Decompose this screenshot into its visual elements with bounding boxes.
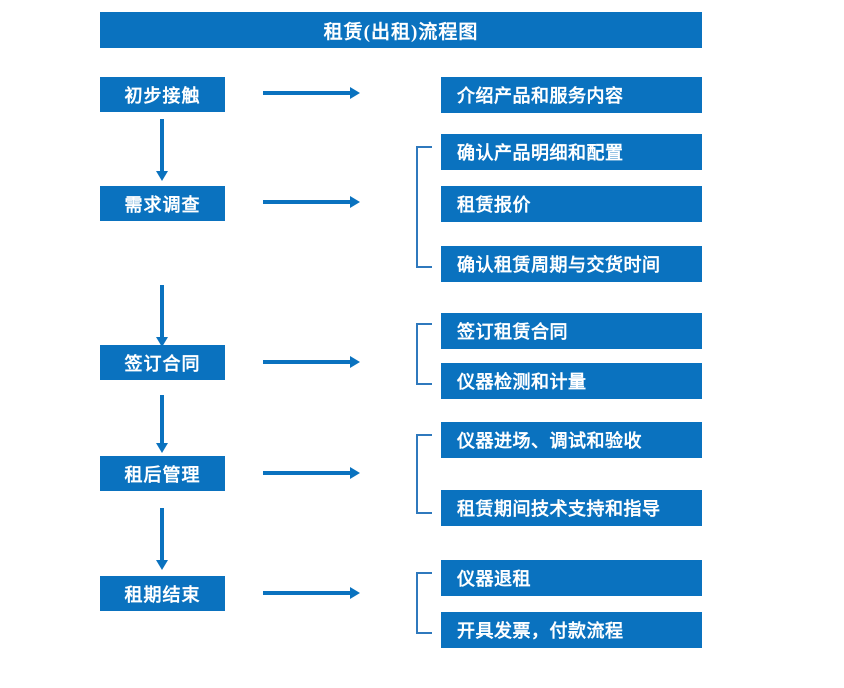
detail-box-introduce-products[interactable]: 介绍产品和服务内容 bbox=[441, 77, 702, 113]
flowchart-title: 租赁(出租)流程图 bbox=[100, 12, 702, 48]
arrow-head bbox=[156, 560, 168, 570]
arrow-shaft bbox=[160, 119, 164, 171]
arrow-right-stage-3 bbox=[263, 354, 360, 370]
arrow-shaft bbox=[263, 200, 351, 204]
arrow-head bbox=[350, 467, 360, 479]
detail-box-technical-support[interactable]: 租赁期间技术支持和指导 bbox=[441, 490, 702, 526]
detail-box-instrument-return[interactable]: 仪器退租 bbox=[441, 560, 702, 596]
stage-box-rental-end[interactable]: 租期结束 bbox=[100, 576, 225, 611]
arrow-down-stage-1-to-2 bbox=[154, 119, 170, 181]
stage-box-post-rental-management[interactable]: 租后管理 bbox=[100, 456, 225, 491]
arrow-shaft bbox=[160, 395, 164, 443]
group-bracket-sign-contract bbox=[416, 323, 432, 385]
arrow-shaft bbox=[160, 508, 164, 560]
group-bracket-demand-survey bbox=[416, 146, 432, 268]
group-bracket-post-rental bbox=[416, 434, 432, 514]
arrow-head bbox=[350, 196, 360, 208]
detail-box-rental-quotation[interactable]: 租赁报价 bbox=[441, 186, 702, 222]
arrow-head bbox=[156, 443, 168, 453]
detail-box-instrument-install-debug-accept[interactable]: 仪器进场、调试和验收 bbox=[441, 422, 702, 458]
detail-box-invoice-payment[interactable]: 开具发票，付款流程 bbox=[441, 612, 702, 648]
arrow-right-stage-4 bbox=[263, 465, 360, 481]
arrow-shaft bbox=[160, 285, 164, 337]
arrow-shaft bbox=[263, 91, 351, 95]
arrow-shaft bbox=[263, 360, 351, 364]
arrow-head bbox=[350, 356, 360, 368]
detail-box-instrument-inspection[interactable]: 仪器检测和计量 bbox=[441, 363, 702, 399]
detail-box-sign-rental-contract[interactable]: 签订租赁合同 bbox=[441, 313, 702, 349]
arrow-head bbox=[156, 171, 168, 181]
arrow-down-stage-2-to-3 bbox=[154, 285, 170, 347]
arrow-head bbox=[156, 337, 168, 347]
group-bracket-rental-end bbox=[416, 572, 432, 634]
arrow-down-stage-3-to-4 bbox=[154, 395, 170, 453]
stage-box-demand-survey[interactable]: 需求调查 bbox=[100, 186, 225, 221]
detail-box-confirm-product-details[interactable]: 确认产品明细和配置 bbox=[441, 134, 702, 170]
arrow-right-stage-5 bbox=[263, 585, 360, 601]
arrow-shaft bbox=[263, 591, 351, 595]
arrow-head bbox=[350, 587, 360, 599]
detail-box-confirm-period-delivery[interactable]: 确认租赁周期与交货时间 bbox=[441, 246, 702, 282]
stage-box-initial-contact[interactable]: 初步接触 bbox=[100, 77, 225, 112]
arrow-down-stage-4-to-5 bbox=[154, 508, 170, 570]
arrow-right-stage-2 bbox=[263, 194, 360, 210]
arrow-shaft bbox=[263, 471, 351, 475]
arrow-head bbox=[350, 87, 360, 99]
stage-box-sign-contract[interactable]: 签订合同 bbox=[100, 345, 225, 380]
arrow-right-stage-1 bbox=[263, 85, 360, 101]
